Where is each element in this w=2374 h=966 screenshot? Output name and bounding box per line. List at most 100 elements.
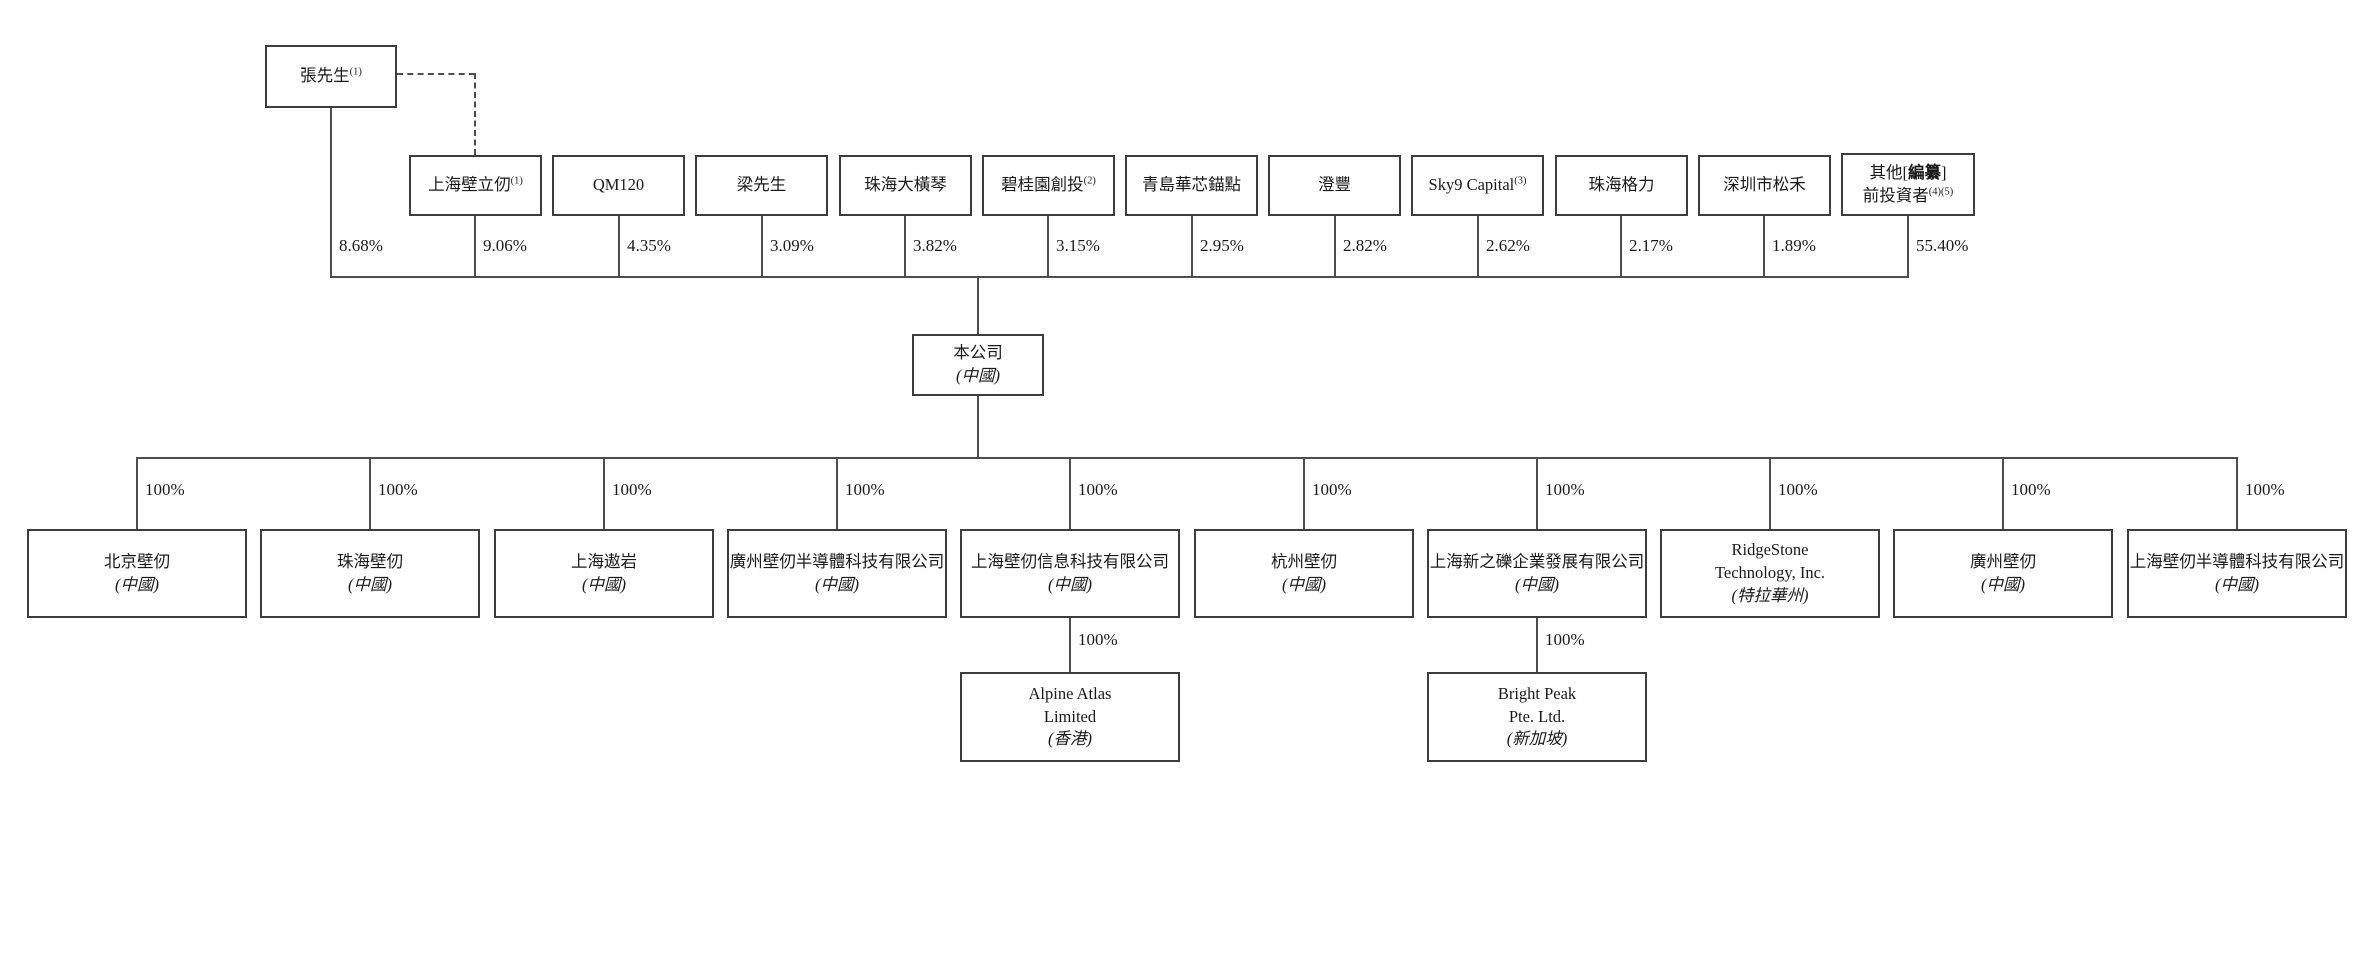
- connector-line: [2236, 457, 2238, 529]
- ownership-pct-label: 2.82%: [1343, 236, 1387, 255]
- connector-dashed-horizontal: [397, 73, 475, 75]
- subsidiary-box: 上海遨岩 (中國): [494, 529, 714, 618]
- connector-line: [330, 108, 332, 278]
- shareholder-name: ]: [1941, 162, 1947, 182]
- connector-line: [369, 457, 371, 529]
- shareholder-box: 珠海大橫琴: [839, 155, 972, 216]
- connector-line: [1536, 618, 1538, 672]
- subsidiary-jurisdiction: (中國): [815, 574, 859, 594]
- shareholder-box-zhang: 張先生(1): [265, 45, 397, 108]
- subsidiary-name-line2: Limited: [1043, 706, 1097, 726]
- company-name: 本公司: [953, 343, 1003, 363]
- shareholder-box: Sky9 Capital(3): [1411, 155, 1544, 216]
- subsidiary-jurisdiction: (特拉華州): [1731, 585, 1809, 605]
- ownership-pct-label: 100%: [2011, 480, 2051, 499]
- subsidiary-jurisdiction: (中國): [115, 574, 159, 594]
- ownership-pct-label: 100%: [1078, 480, 1118, 499]
- subsidiary-jurisdiction: (新加坡): [1506, 729, 1568, 749]
- subsidiary-name: 上海新之礫企業發展有限公司: [1429, 551, 1645, 571]
- company-jurisdiction: (中國): [956, 366, 1000, 385]
- ownership-pct-label: 3.82%: [913, 236, 957, 255]
- ownership-pct-label: 55.40%: [1916, 236, 1969, 255]
- shareholder-name: 珠海格力: [1588, 175, 1655, 195]
- footnote-marker: (4)(5): [1928, 186, 1954, 197]
- connector-line: [1477, 216, 1479, 278]
- subsidiary-name: Alpine Atlas: [1028, 683, 1112, 703]
- subsidiary-name: 廣州壁仞: [1970, 551, 2036, 571]
- footnote-marker: (3): [1514, 175, 1527, 187]
- footnote-marker: (1): [510, 175, 523, 187]
- subsidiary-name: 上海壁仞半導體科技有限公司: [2129, 551, 2345, 571]
- subsidiary-name: 廣州壁仞半導體科技有限公司: [729, 551, 945, 571]
- connector-line: [1334, 216, 1336, 278]
- connector-line: [1907, 216, 1909, 278]
- subsidiary-box: 廣州壁仞 (中國): [1893, 529, 2113, 618]
- subsidiary-box-bright-peak: Bright Peak Pte. Ltd. (新加坡): [1427, 672, 1647, 762]
- connector-line: [977, 276, 979, 334]
- connector-line: [1191, 216, 1193, 278]
- subsidiary-name: 上海遨岩: [571, 551, 637, 571]
- shareholder-box: 碧桂園創投(2): [982, 155, 1115, 216]
- subsidiary-box: 上海新之礫企業發展有限公司 (中國): [1427, 529, 1647, 618]
- subsidiary-jurisdiction: (中國): [348, 574, 392, 594]
- ownership-pct-label: 100%: [612, 480, 652, 499]
- ownership-pct-label: 100%: [1078, 630, 1118, 649]
- shareholder-name: Sky9 Capital: [1428, 175, 1515, 195]
- shareholder-box: 深圳市松禾: [1698, 155, 1831, 216]
- subsidiary-box: 珠海壁仞 (中國): [260, 529, 480, 618]
- connector-line: [2002, 457, 2004, 529]
- ownership-pct-label: 100%: [378, 480, 418, 499]
- ownership-pct-label: 100%: [2245, 480, 2285, 499]
- shareholder-box-other-pre-ipo-investors: 其他[編纂] 前投資者(4)(5): [1841, 153, 1975, 216]
- ownership-pct-label: 2.95%: [1200, 236, 1244, 255]
- footnote-marker: (1): [349, 66, 362, 78]
- subsidiary-box: 上海壁仞半導體科技有限公司 (中國): [2127, 529, 2347, 618]
- ownership-pct-label: 3.09%: [770, 236, 814, 255]
- connector-line: [761, 216, 763, 278]
- shareholder-name: 梁先生: [736, 175, 787, 195]
- connector-line: [1536, 457, 1538, 529]
- connector-line: [1769, 457, 1771, 529]
- ownership-pct-label: 9.06%: [483, 236, 527, 255]
- subsidiary-box: 北京壁仞 (中國): [27, 529, 247, 618]
- connector-line: [136, 457, 138, 529]
- shareholder-box: 珠海格力: [1555, 155, 1688, 216]
- connector-line: [618, 216, 620, 278]
- subsidiary-name-line2: Technology, Inc.: [1714, 563, 1826, 583]
- shareholder-name: 前投資者: [1862, 185, 1929, 205]
- ownership-pct-label: 100%: [1778, 480, 1818, 499]
- shareholder-name: 張先生: [300, 66, 350, 86]
- connector-dashed-vertical: [474, 73, 476, 155]
- company-box: 本公司 (中國): [912, 334, 1044, 396]
- subsidiary-jurisdiction: (中國): [2215, 574, 2259, 594]
- connector-line: [1763, 216, 1765, 278]
- subsidiary-box: 杭州壁仞 (中國): [1194, 529, 1414, 618]
- ownership-pct-label: 2.62%: [1486, 236, 1530, 255]
- shareholder-name: 深圳市松禾: [1723, 175, 1806, 195]
- ownership-pct-label: 8.68%: [339, 236, 383, 255]
- connector-line: [1303, 457, 1305, 529]
- ownership-pct-label: 3.15%: [1056, 236, 1100, 255]
- shareholder-name: 珠海大橫琴: [864, 175, 947, 195]
- ownership-pct-label: 100%: [1545, 630, 1585, 649]
- connector-line: [1069, 457, 1071, 529]
- ownership-pct-label: 100%: [845, 480, 885, 499]
- connector-line: [1620, 216, 1622, 278]
- shareholder-name: 上海壁立仞: [428, 175, 511, 195]
- ownership-pct-label: 100%: [1312, 480, 1352, 499]
- shareholder-name: 其他[: [1869, 162, 1909, 182]
- connector-bus-line: [136, 457, 2238, 459]
- subsidiary-jurisdiction: (中國): [1981, 574, 2025, 594]
- subsidiary-jurisdiction: (香港): [1048, 729, 1092, 749]
- connector-bus-line: [330, 276, 1909, 278]
- shareholder-name: 澄豐: [1318, 175, 1351, 195]
- shareholder-box: 梁先生: [695, 155, 828, 216]
- subsidiary-name: 珠海壁仞: [337, 551, 403, 571]
- shareholder-name: 碧桂園創投: [1001, 175, 1084, 195]
- subsidiary-name-line2: Pte. Ltd.: [1508, 706, 1566, 726]
- connector-line: [904, 216, 906, 278]
- footnote-marker: (2): [1083, 175, 1096, 187]
- subsidiary-name: 杭州壁仞: [1271, 551, 1337, 571]
- redacted-placeholder: 編纂: [1908, 162, 1941, 182]
